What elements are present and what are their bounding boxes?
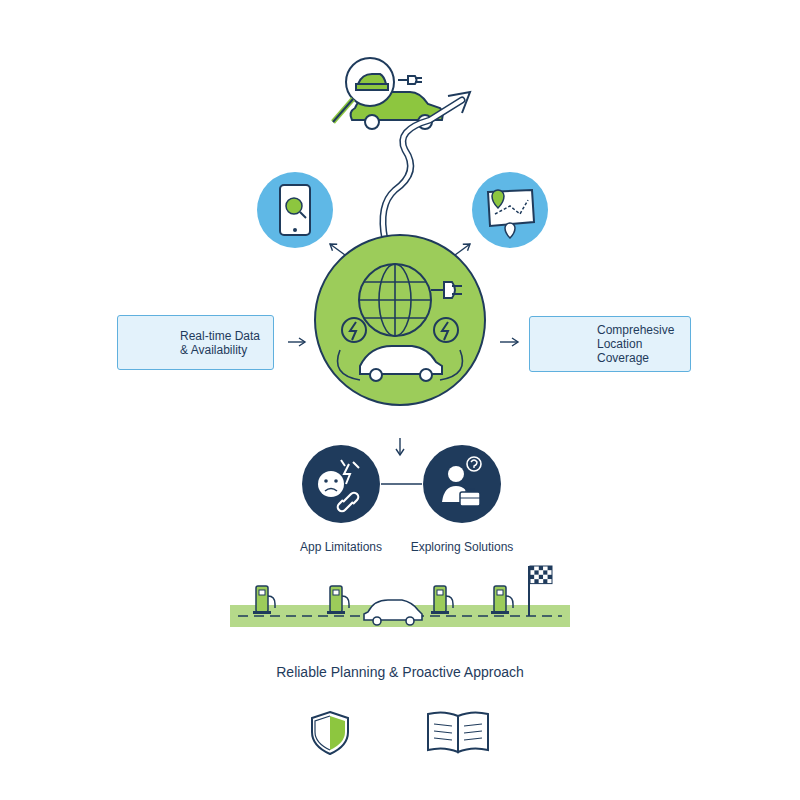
arrow [288, 341, 305, 342]
book-icon [428, 712, 488, 752]
arrow [455, 244, 470, 255]
map-icon [472, 172, 548, 248]
info-box: Comprehesive Location Coverage [529, 316, 691, 372]
phone-icon [257, 172, 333, 248]
arrow [500, 341, 518, 342]
circle-outline [422, 444, 502, 524]
charging-road [230, 566, 570, 627]
winding-road [383, 100, 462, 240]
arrow [399, 438, 400, 455]
circle-label: Exploring Solutions [411, 540, 514, 554]
box-text: Real-time Data & Availability [180, 329, 265, 357]
circle-label: App Limitations [300, 540, 382, 554]
arrow [330, 244, 345, 255]
section-heading: Reliable Planning & Proactive Approach [276, 664, 524, 680]
arrow-head [448, 92, 470, 113]
issue-circle: App Limitations [301, 444, 381, 524]
info-box: Real-time Data & Availability [117, 315, 274, 370]
box-text: Comprehesive Location Coverage [597, 323, 682, 365]
solution-circle: Exploring Solutions [422, 444, 502, 524]
winding-road-fill [383, 100, 462, 240]
connector [381, 483, 422, 485]
shield-icon [312, 712, 348, 754]
circle-outline [301, 444, 381, 524]
ev-globe-hub [315, 235, 485, 405]
